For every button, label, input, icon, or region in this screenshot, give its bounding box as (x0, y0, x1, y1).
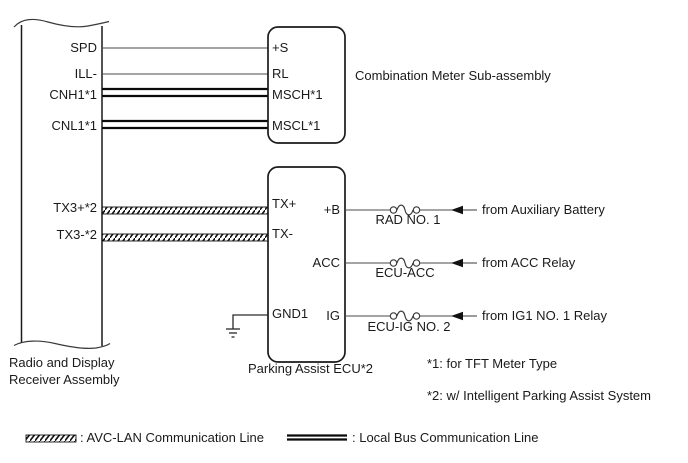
pin-label-tx3-plus: TX3+*2 (53, 200, 97, 215)
source-label-acc-relay: from ACC Relay (482, 255, 576, 270)
pin-label-ig: IG (326, 308, 340, 323)
local-bus-swatch-icon (287, 434, 347, 441)
fuse-icon (389, 204, 421, 216)
left-arrow-icon (451, 205, 477, 215)
local-bus-line-cnl1-mscl (102, 119, 268, 130)
fuse-label-ecu-ig-no2: ECU-IG NO. 2 (367, 319, 450, 334)
fuse-icon (389, 310, 421, 322)
pin-label-mscl: MSCL*1 (272, 118, 320, 133)
source-label-ig1-relay: from IG1 NO. 1 Relay (482, 308, 607, 323)
pin-label-spd: SPD (70, 40, 97, 55)
power-feed-acc: ECU-ACC from ACC Relay (345, 255, 576, 280)
pin-label-tx-plus: TX+ (272, 196, 296, 211)
assembly-label-line2: Receiver Assembly (9, 372, 120, 387)
avc-lan-wires (101, 206, 269, 242)
fuse-icon (389, 257, 421, 269)
break-wave-top-icon (13, 18, 110, 28)
pin-label-gnd1: GND1 (272, 306, 308, 321)
pin-label-cnl1: CNL1*1 (51, 118, 97, 133)
pin-label-msch: MSCH*1 (272, 87, 323, 102)
pin-label-rl: RL (272, 66, 289, 81)
fuse-label-rad-no1: RAD NO. 1 (375, 212, 440, 227)
pin-label-ill: ILL- (75, 66, 97, 81)
pin-label-cnh1: CNH1*1 (49, 87, 97, 102)
legend-label-local-bus: : Local Bus Communication Line (352, 430, 538, 445)
avc-lan-hatch-swatch-icon (25, 434, 77, 443)
parking-assist-ecu-label: Parking Assist ECU*2 (248, 361, 373, 376)
power-feed-ig: ECU-IG NO. 2 from IG1 NO. 1 Relay (345, 308, 607, 334)
footnote-2: *2: w/ Intelligent Parking Assist System (427, 388, 651, 403)
left-arrow-icon (451, 311, 477, 321)
meter-wires (102, 47, 268, 130)
parking-assist-ecu-box (267, 166, 346, 363)
parking-assist-ecu: TX+ TX- GND1 +B ACC IG Parking Assist EC… (248, 166, 373, 376)
avc-lan-line-tx3-plus (101, 206, 269, 215)
assembly-label-line1: Radio and Display (9, 355, 115, 370)
local-bus-line-cnh1-msch (102, 87, 268, 98)
combination-meter-box (267, 26, 346, 144)
source-label-aux-battery: from Auxiliary Battery (482, 202, 605, 217)
pin-label-acc: ACC (313, 255, 340, 270)
pin-label-tx-minus: TX- (272, 226, 293, 241)
legend: : AVC-LAN Communication Line : Local Bus… (25, 430, 538, 445)
power-feed-battery: RAD NO. 1 from Auxiliary Battery (345, 202, 605, 227)
combination-meter: +S RL MSCH*1 MSCL*1 Combination Meter Su… (267, 26, 551, 144)
ground-icon (226, 314, 268, 338)
break-wave-bottom-icon (13, 340, 111, 350)
radio-display-receiver-assembly: Radio and Display Receiver Assembly SPD … (9, 18, 120, 387)
pin-label-plus-s: +S (272, 40, 289, 55)
footnote-1: *1: for TFT Meter Type (427, 356, 557, 371)
pin-label-tx3-minus: TX3-*2 (57, 227, 97, 242)
left-arrow-icon (451, 258, 477, 268)
footnotes: *1: for TFT Meter Type *2: w/ Intelligen… (427, 356, 651, 403)
avc-lan-line-tx3-minus (101, 233, 269, 242)
combination-meter-label: Combination Meter Sub-assembly (355, 68, 551, 83)
pin-label-plus-b: +B (324, 202, 340, 217)
legend-label-avc-lan: : AVC-LAN Communication Line (80, 430, 264, 445)
fuse-label-ecu-acc: ECU-ACC (375, 265, 434, 280)
